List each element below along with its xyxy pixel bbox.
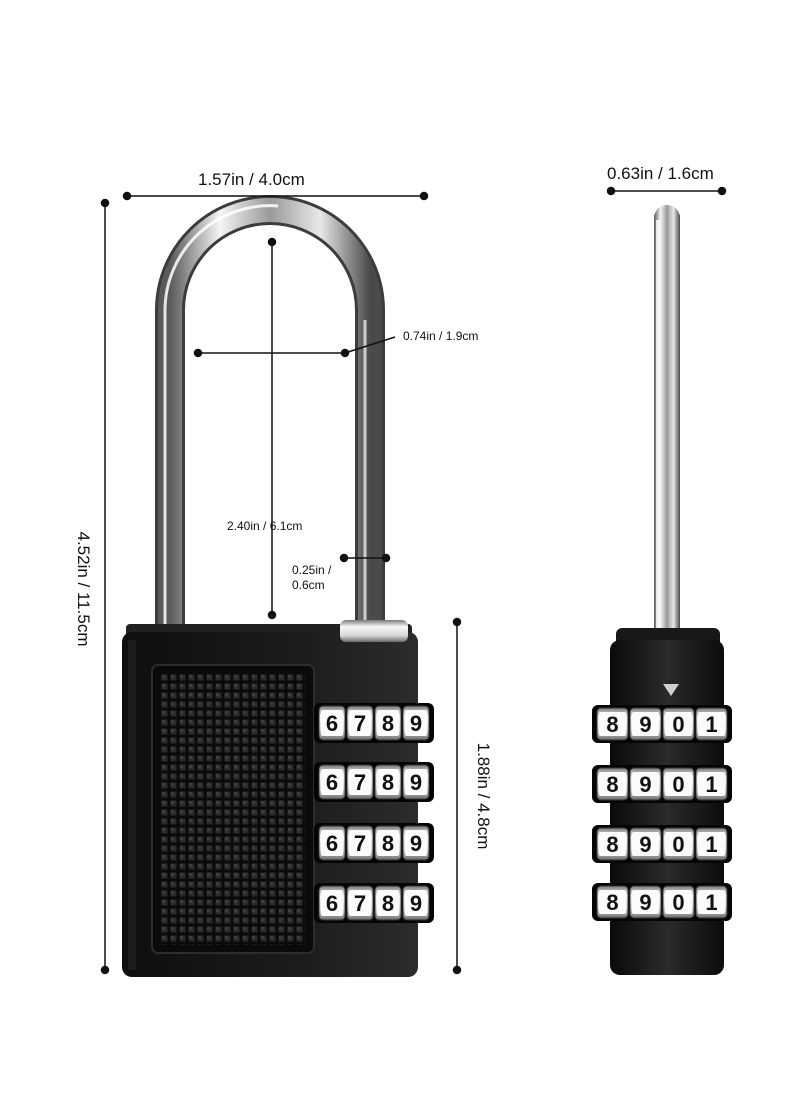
side-dial-2-digit-3: 0 (672, 772, 684, 797)
front-shackle (155, 195, 385, 632)
side-dial-3-digit-3: 0 (672, 832, 684, 857)
shackle-clearance-label: 2.40in / 6.1cm (227, 519, 303, 533)
front-dial-4-digit-2: 7 (354, 891, 366, 916)
side-dial-3-digit-4: 1 (705, 832, 717, 857)
front-dial-3-digit-2: 7 (354, 831, 366, 856)
side-dial-2-digit-2: 9 (639, 772, 651, 797)
side-dial-1-digit-1: 8 (606, 712, 618, 737)
front-dial-3-digit-4: 9 (410, 831, 422, 856)
front-dial-2-digit-2: 7 (354, 770, 366, 795)
front-dial-3-digit-3: 8 (382, 831, 394, 856)
side-dial-3-digit-2: 9 (639, 832, 651, 857)
front-dial-2-digit-1: 6 (326, 770, 338, 795)
side-dial-2-digit-1: 8 (606, 772, 618, 797)
front-dial-4-digit-4: 9 (410, 891, 422, 916)
body-height-label: 1.88in / 4.8cm (474, 742, 493, 850)
side-dial-3-digit-1: 8 (606, 832, 618, 857)
side-dial-2-digit-4: 1 (705, 772, 717, 797)
front-dial-4-digit-1: 6 (326, 891, 338, 916)
front-dial-2-digit-3: 8 (382, 770, 394, 795)
shackle-inner-width-label: 0.74in / 1.9cm (403, 329, 479, 343)
front-dial-1-digit-3: 8 (382, 711, 394, 736)
side-dial-4-digit-1: 8 (606, 890, 618, 915)
front-dial-3-digit-1: 6 (326, 831, 338, 856)
side-dial-4-digit-4: 1 (705, 890, 717, 915)
front-dial-1-digit-4: 9 (410, 711, 422, 736)
shackle-diameter-label-line2: 0.6cm (292, 578, 325, 592)
side-dial-4-digit-3: 0 (672, 890, 684, 915)
front-dial-1-digit-1: 6 (326, 711, 338, 736)
front-dial-2-digit-4: 9 (410, 770, 422, 795)
total-height-label: 4.52in / 11.5cm (74, 531, 93, 647)
side-dial-1-digit-3: 0 (672, 712, 684, 737)
front-dial-1-digit-2: 7 (354, 711, 366, 736)
side-depth-label: 0.63in / 1.6cm (607, 164, 714, 183)
front-width-label: 1.57in / 4.0cm (198, 170, 305, 189)
side-dial-1-digit-4: 1 (705, 712, 717, 737)
side-dial-4-digit-2: 9 (639, 890, 651, 915)
side-dial-1-digit-2: 9 (639, 712, 651, 737)
shackle-diameter-label-line1: 0.25in / (292, 563, 332, 577)
dial-indicator-arrow (663, 684, 679, 696)
dimension-lines (100, 186, 727, 975)
front-dial-4-digit-3: 8 (382, 891, 394, 916)
